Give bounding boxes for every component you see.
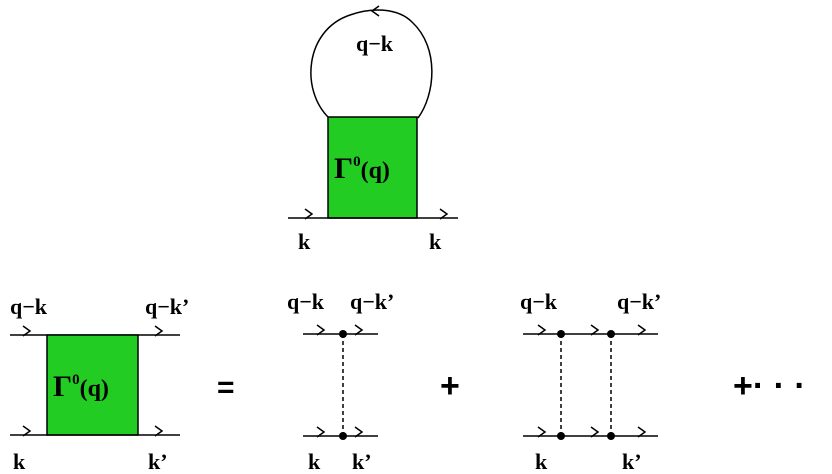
loop-label: q−k — [356, 31, 394, 56]
out-label: k — [429, 229, 442, 254]
term2-bottom-right-label: k’ — [622, 449, 642, 474]
lhs-top-left-label: q−k — [10, 294, 48, 319]
term1-bottom-left-label: k — [308, 449, 321, 474]
lhs-diagram: q−k q−k’ Γ0(q) k k’ — [10, 294, 189, 474]
term1-bottom-vertex — [339, 432, 347, 440]
lhs-vertex-box — [46, 334, 139, 436]
plus-sign: + — [440, 367, 460, 405]
vertex-symbol: Γ — [334, 152, 353, 185]
lhs-bottom-left-label: k — [13, 449, 26, 474]
term1-bottom-right-label: k’ — [352, 449, 372, 474]
vertex-box — [327, 116, 418, 219]
tadpole-diagram: q−k Γ0(q) k k — [288, 5, 458, 254]
term2-bottom-left-label: k — [535, 449, 548, 474]
lhs-top-right-label: q−k’ — [145, 294, 189, 319]
lhs-vertex-superscript: 0 — [72, 372, 80, 388]
term2-top-right-label: q−k’ — [617, 289, 661, 314]
term1-diagram: q−k q−k’ k k’ — [287, 289, 394, 474]
equals-sign: = — [217, 371, 235, 404]
term2-bottom-vertex-2 — [607, 432, 615, 440]
vertex-superscript: 0 — [353, 154, 361, 170]
term2-diagram: q−k q−k’ k k’ — [520, 289, 661, 474]
vertex-argument: (q) — [361, 158, 390, 184]
lhs-bottom-right-label: k’ — [148, 449, 168, 474]
term1-top-right-label: q−k’ — [350, 289, 394, 314]
term2-bottom-vertex-1 — [557, 432, 565, 440]
loop-propagator — [310, 9, 433, 119]
term1-top-left-label: q−k — [287, 289, 325, 314]
loop-arrow-icon — [371, 5, 380, 17]
lhs-vertex-label: Γ0(q) — [53, 370, 109, 403]
lhs-vertex-argument: (q) — [80, 376, 109, 402]
ellipsis-plus: +· · · — [733, 367, 806, 405]
lhs-vertex-symbol: Γ — [53, 370, 72, 403]
vertex-label: Γ0(q) — [334, 152, 390, 185]
term2-top-left-label: q−k — [520, 289, 558, 314]
in-label: k — [298, 229, 311, 254]
